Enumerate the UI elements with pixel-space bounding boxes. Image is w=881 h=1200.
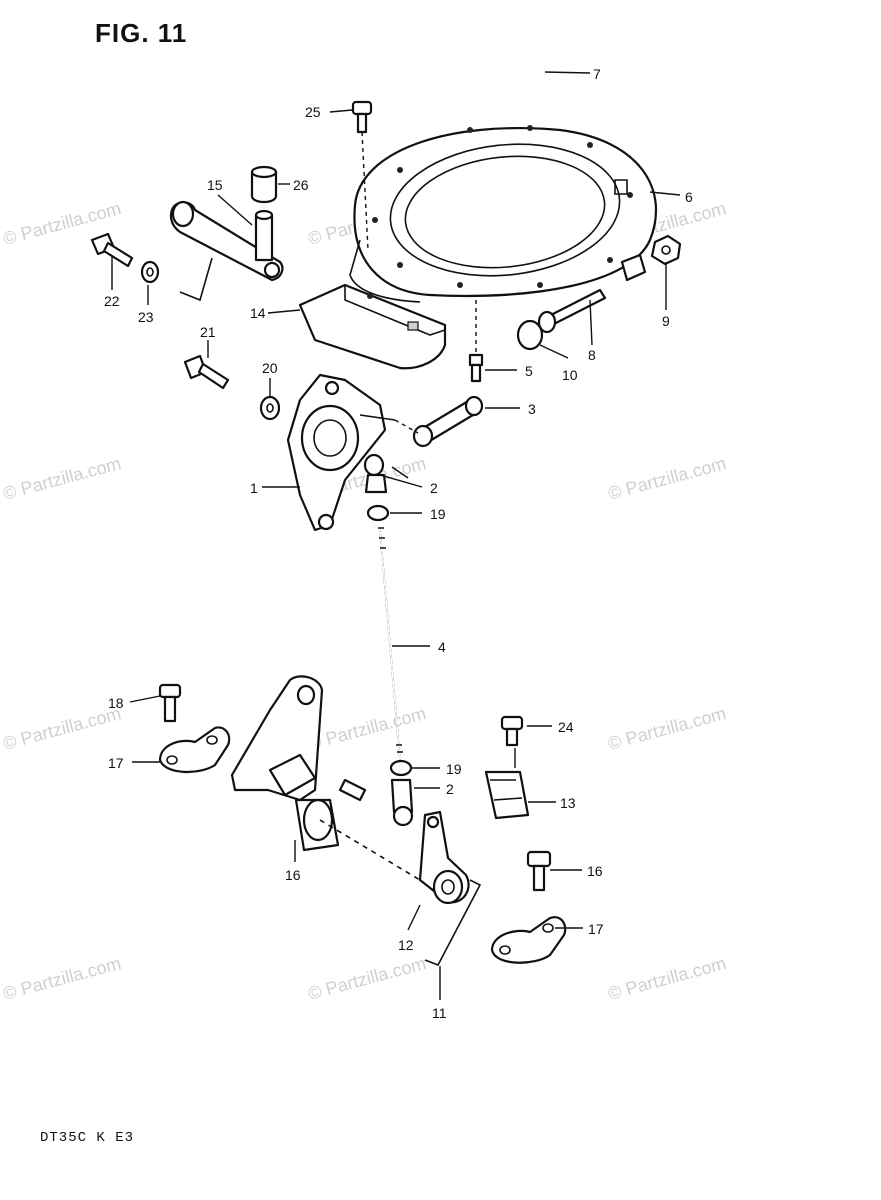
part-8-bolt (537, 253, 647, 334)
callout-label: 3 (528, 401, 536, 417)
part-25-bolt (351, 100, 373, 251)
watermark-text: © Partzilla.com (1, 703, 123, 754)
part-14-bracket (298, 283, 447, 370)
part-5-bolt (468, 300, 484, 383)
callout-label: 9 (662, 313, 670, 329)
callout-label: 17 (588, 921, 604, 937)
callout-label: 25 (305, 104, 321, 120)
watermark-text: © Partzilla.com (306, 703, 428, 754)
part-17-clamp-left (158, 726, 231, 774)
part-2-ball-joint-lower (390, 778, 414, 827)
callout-label: 10 (562, 367, 578, 383)
part-17-clamp-right (490, 916, 567, 964)
part-24-bolt (500, 715, 524, 747)
part-16-throttle-lever (230, 675, 421, 881)
callout-labels: 7 6 25 26 15 22 23 14 9 8 10 5 21 20 3 1… (104, 66, 693, 1021)
part-15-lever (169, 200, 284, 302)
part-9-nut (650, 234, 682, 266)
callout-label: 5 (525, 363, 533, 379)
part-2-ball-joint-upper (363, 453, 388, 494)
part-4-rod (378, 527, 403, 761)
watermark-text: © Partzilla.com (306, 953, 428, 1004)
callout-label: 17 (108, 755, 124, 771)
watermark-text: © Partzilla.com (606, 453, 728, 504)
part-11-rod (424, 879, 482, 967)
part-12-shift-lever (418, 810, 470, 905)
callout-label: 24 (558, 719, 574, 735)
part-16-bolt (526, 850, 552, 892)
figure-title: FIG. 11 (95, 18, 188, 48)
watermark-text: © Partzilla.com (1, 453, 123, 504)
part-1-throttle-plate (286, 373, 396, 532)
callout-label: 7 (593, 66, 601, 82)
callout-label: 21 (200, 324, 216, 340)
part-13-clamp (484, 770, 530, 820)
watermark-text: © Partzilla.com (606, 953, 728, 1004)
watermark-text: © Partzilla.com (606, 703, 728, 754)
callout-label: 19 (430, 506, 446, 522)
part-21-bolt (183, 354, 230, 390)
part-3-rod-end (394, 395, 484, 448)
part-23-washer (140, 260, 160, 284)
callout-label: 20 (262, 360, 278, 376)
callout-label: 13 (560, 795, 576, 811)
callout-label: 12 (398, 937, 414, 953)
callout-label: 26 (293, 177, 309, 193)
callout-label: 18 (108, 695, 124, 711)
callout-label: 19 (446, 761, 462, 777)
callout-label: 8 (588, 347, 596, 363)
callout-label: 1 (250, 480, 258, 496)
part-20-washer (259, 395, 281, 421)
callout-label: 2 (446, 781, 454, 797)
watermark-text: © Partzilla.com (1, 953, 123, 1004)
callout-label: 23 (138, 309, 154, 325)
part-26-cap (250, 165, 278, 204)
part-19-nut-lower (389, 759, 413, 777)
callout-label: 15 (207, 177, 223, 193)
callout-label: 2 (430, 480, 438, 496)
leader-lines (111, 71, 681, 1000)
part-22-bolt (90, 232, 134, 268)
figure-footer-code: DT35C K E3 (40, 1130, 135, 1146)
callout-label: 16 (587, 863, 603, 879)
callout-label: 11 (432, 1005, 447, 1021)
callout-label: 16 (285, 867, 301, 883)
callout-label: 4 (438, 639, 446, 655)
callout-label: 22 (104, 293, 120, 309)
part-19-nut-upper (366, 504, 390, 522)
callout-label: 14 (250, 305, 266, 321)
part-18-bolt (158, 683, 182, 723)
part-10-cap (516, 319, 544, 351)
callout-label: 6 (685, 189, 693, 205)
part-6-base-plate (349, 125, 658, 303)
